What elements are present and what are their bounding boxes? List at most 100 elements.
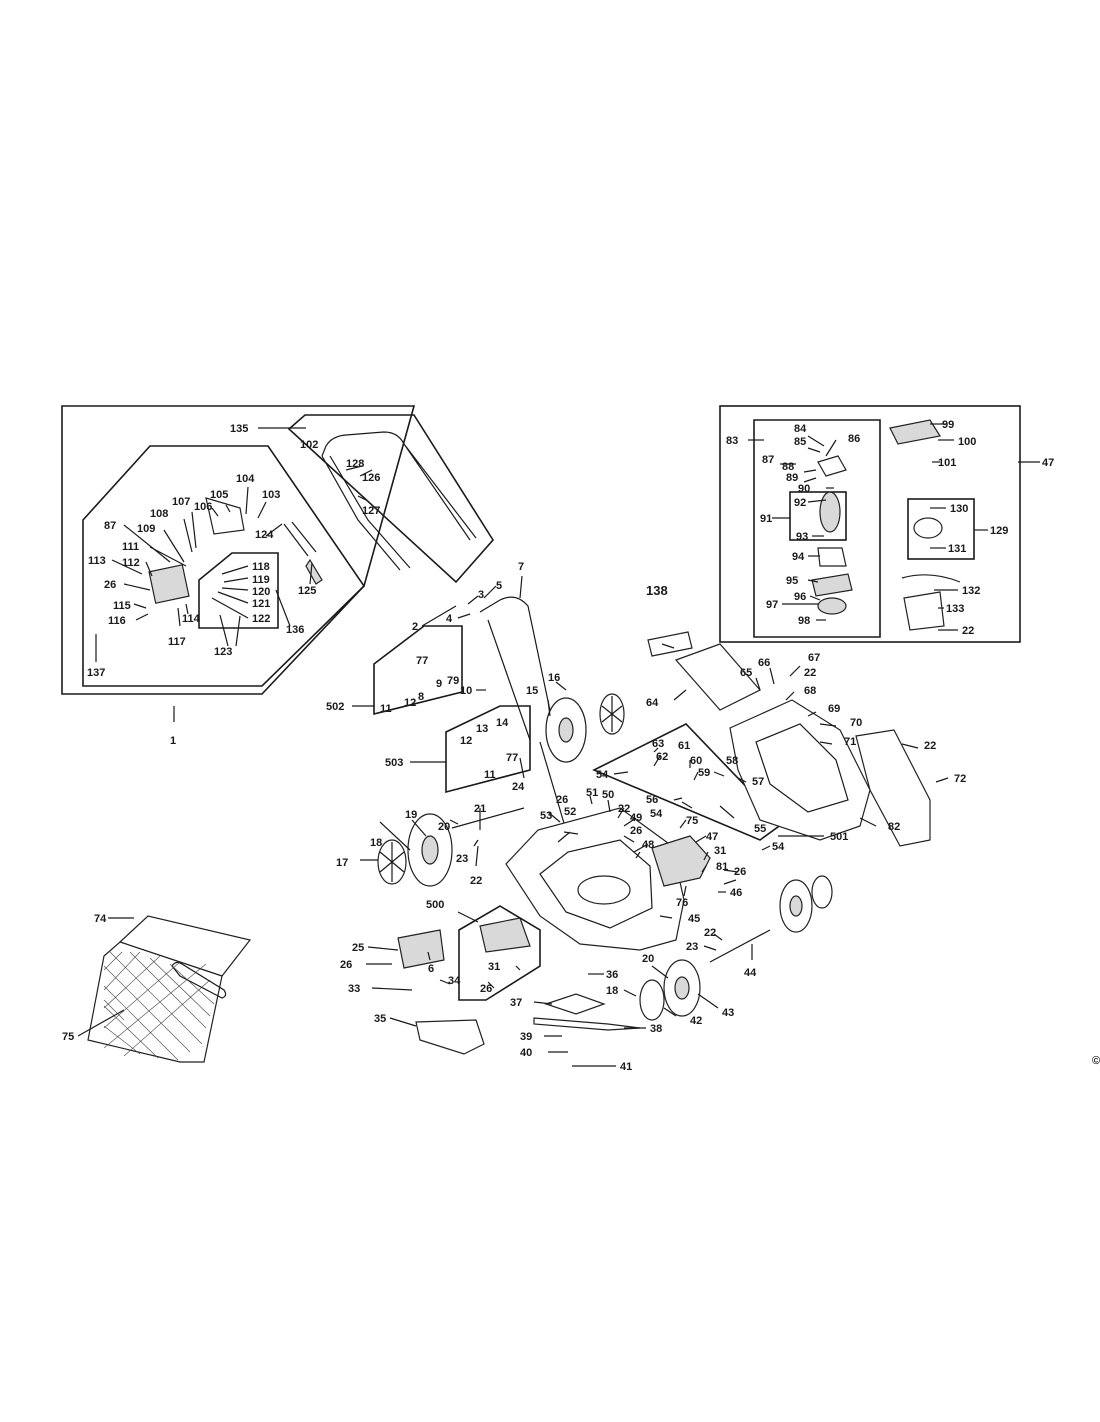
callout-69: 69	[828, 703, 840, 715]
callout-118: 118	[252, 561, 270, 573]
callout-45: 45	[688, 913, 700, 925]
callout-132: 132	[962, 585, 980, 597]
callout-65: 65	[740, 667, 752, 679]
callout-26-c: 26	[630, 825, 642, 837]
callout-49: 49	[630, 812, 642, 824]
callout-12-b: 12	[460, 735, 472, 747]
callout-62: 62	[656, 751, 668, 763]
callout-25: 25	[352, 942, 364, 954]
callout-501: 501	[830, 831, 848, 843]
callout-26-b: 26	[556, 794, 568, 806]
motor-gear	[817, 597, 847, 615]
callout-31-b: 31	[488, 961, 500, 973]
deck-motor-seat	[577, 875, 631, 905]
callout-13: 13	[476, 723, 488, 735]
callout-14: 14	[496, 717, 509, 729]
label-plate	[647, 631, 693, 657]
handle-tube-lower	[219, 614, 229, 647]
callout-6: 6	[428, 963, 434, 975]
callout-95: 95	[786, 575, 798, 587]
callout-111: 111	[122, 541, 139, 553]
brush-holder	[817, 455, 847, 477]
callout-90: 90	[798, 483, 810, 495]
callout-1: 1	[170, 735, 176, 747]
callout-44: 44	[744, 967, 757, 979]
callout-113: 113	[88, 555, 106, 567]
callout-81: 81	[716, 861, 728, 873]
mulch-plug	[397, 929, 445, 969]
callout-105: 105	[210, 489, 228, 501]
upper-housing	[729, 699, 871, 841]
callout-7: 7	[518, 561, 524, 573]
callout-37: 37	[510, 997, 522, 1009]
upper-handle-bar	[321, 431, 477, 571]
callout-26-left: 26	[104, 579, 116, 591]
callout-86: 86	[848, 433, 860, 445]
callout-10: 10	[460, 685, 472, 697]
callout-26-d: 26	[734, 866, 746, 878]
switch-housing	[479, 917, 531, 953]
callout-61: 61	[678, 740, 690, 752]
callout-22-f: 22	[962, 625, 974, 637]
callout-119: 119	[252, 574, 270, 586]
callout-94: 94	[792, 551, 805, 563]
group-parts	[87, 419, 961, 1063]
callout-35: 35	[374, 1013, 386, 1025]
callout-107: 107	[172, 496, 190, 508]
cord-hook	[305, 558, 323, 585]
callout-500: 500	[426, 899, 444, 911]
callout-82: 82	[888, 821, 900, 833]
switch-box	[148, 564, 190, 604]
callout-109: 109	[137, 523, 155, 535]
motor-top-cover	[889, 419, 941, 445]
callout-16: 16	[548, 672, 560, 684]
callout-31-a: 31	[714, 845, 726, 857]
switch-box-frame	[82, 445, 366, 687]
housing-inner	[755, 723, 849, 813]
callout-126: 126	[362, 472, 380, 484]
callout-18-a: 18	[370, 837, 382, 849]
callout-72: 72	[954, 773, 966, 785]
kit-500-frame	[458, 905, 541, 1001]
callout-129: 129	[990, 525, 1008, 537]
rear-hubcap-left	[377, 839, 407, 885]
callout-104: 104	[236, 473, 255, 485]
callout-76: 76	[676, 897, 688, 909]
callout-15: 15	[526, 685, 538, 697]
callout-52: 52	[564, 806, 576, 818]
callout-23-a: 23	[456, 853, 468, 865]
callout-38: 38	[650, 1023, 662, 1035]
drive-belt	[901, 574, 961, 583]
fan-hub	[913, 517, 943, 539]
callout-22-d: 22	[924, 740, 936, 752]
kit-503-frame	[445, 705, 531, 794]
callout-116: 116	[108, 615, 126, 627]
callout-79: 79	[447, 675, 459, 687]
callout-101: 101	[938, 457, 956, 469]
callout-122: 122	[252, 613, 270, 625]
callout-131: 131	[948, 543, 966, 555]
callout-3: 3	[478, 589, 484, 601]
lower-bearing-plate	[811, 573, 853, 597]
callout-67: 67	[808, 652, 820, 664]
callout-124: 124	[255, 529, 274, 541]
callout-502: 502	[326, 701, 344, 713]
callout-102: 102	[300, 439, 318, 451]
callout-128: 128	[346, 458, 364, 470]
rear-flap	[415, 1019, 485, 1055]
callout-26-e: 26	[340, 959, 352, 971]
callout-54-c: 54	[772, 841, 785, 853]
callout-108: 108	[150, 508, 168, 520]
callout-63: 63	[652, 738, 664, 750]
grass-collector	[87, 915, 252, 1063]
callout-47-a: 47	[706, 831, 718, 843]
callout-87-left: 87	[104, 520, 116, 532]
callout-22-c: 22	[804, 667, 816, 679]
callout-135: 135	[230, 423, 248, 435]
rear-wheel-right	[663, 959, 701, 1017]
callout-60: 60	[690, 755, 702, 767]
handle-cover	[855, 729, 931, 847]
callout-66: 66	[758, 657, 770, 669]
callout-5: 5	[496, 580, 502, 592]
group-frames	[61, 405, 1021, 1001]
